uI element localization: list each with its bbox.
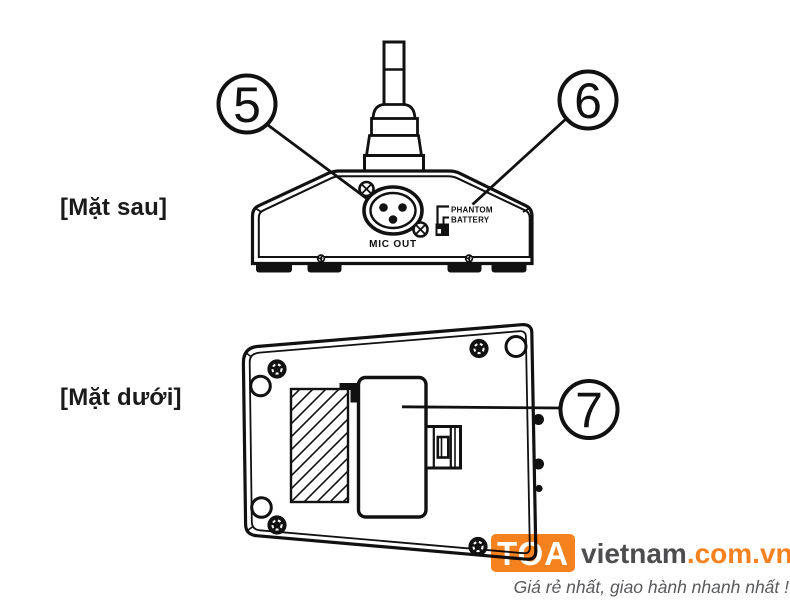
bottom-view-label: [Mặt dưới] [60,384,182,411]
phantom-label: PHANTOM [451,205,493,214]
logo-site-text: vietnam [581,538,687,569]
screw [469,338,489,359]
toa-vietnam-logo: TOA vietnam.com.vn Giá rẻ nhất, giao hàn… [491,534,790,598]
bottom-screws [267,338,489,557]
callout-5-number: 5 [233,77,261,133]
mic-out-label: MIC OUT [369,239,417,250]
logo-row: TOA vietnam.com.vn [491,534,790,572]
foot-holes [249,335,528,519]
xlr-connector [358,180,429,238]
toa-logo-text: TOA [496,534,570,572]
phantom-battery-switch [435,205,449,236]
foot-hole [504,335,528,358]
rubber-feet [256,262,527,273]
xlr-pin [388,215,398,224]
foot-hole [250,496,273,519]
logo-tagline: Giá rẻ nhất, giao hành nhanh nhất ! [513,577,789,597]
foot-hole [249,374,272,398]
battery-label: BATTERY [451,215,490,224]
callout-7-number: 7 [575,383,603,439]
mic-stem [363,40,425,174]
xlr-screw [412,221,429,238]
callout-6-leader [471,116,569,206]
callout-5: 5 [216,73,278,135]
callout-5-leader [265,122,379,208]
screw [468,536,488,557]
screw [267,359,287,379]
back-view: MIC OUT PHANTOM BATTERY 5 6 [216,40,619,273]
corner-mark [339,383,358,403]
xlr-pin [379,203,388,212]
battery-latch [424,425,462,470]
toa-logo-box: TOA [491,534,575,572]
screw [267,515,287,535]
bottom-view: 7 [241,323,620,561]
back-view-label: [Mặt sau] [60,194,168,221]
serial-label-area [289,383,358,504]
xlr-screw [358,180,375,198]
callout-6-number: 6 [574,73,602,129]
logo-domain-text: .com.vn [686,538,790,569]
xlr-pin [398,203,407,212]
battery-cover [356,375,428,519]
bottom-screw-dots [316,254,474,263]
callout-7-leader [401,405,562,410]
callout-6: 6 [557,69,619,131]
callout-7: 7 [558,379,620,440]
logo-site: vietnam.com.vn [581,540,790,568]
